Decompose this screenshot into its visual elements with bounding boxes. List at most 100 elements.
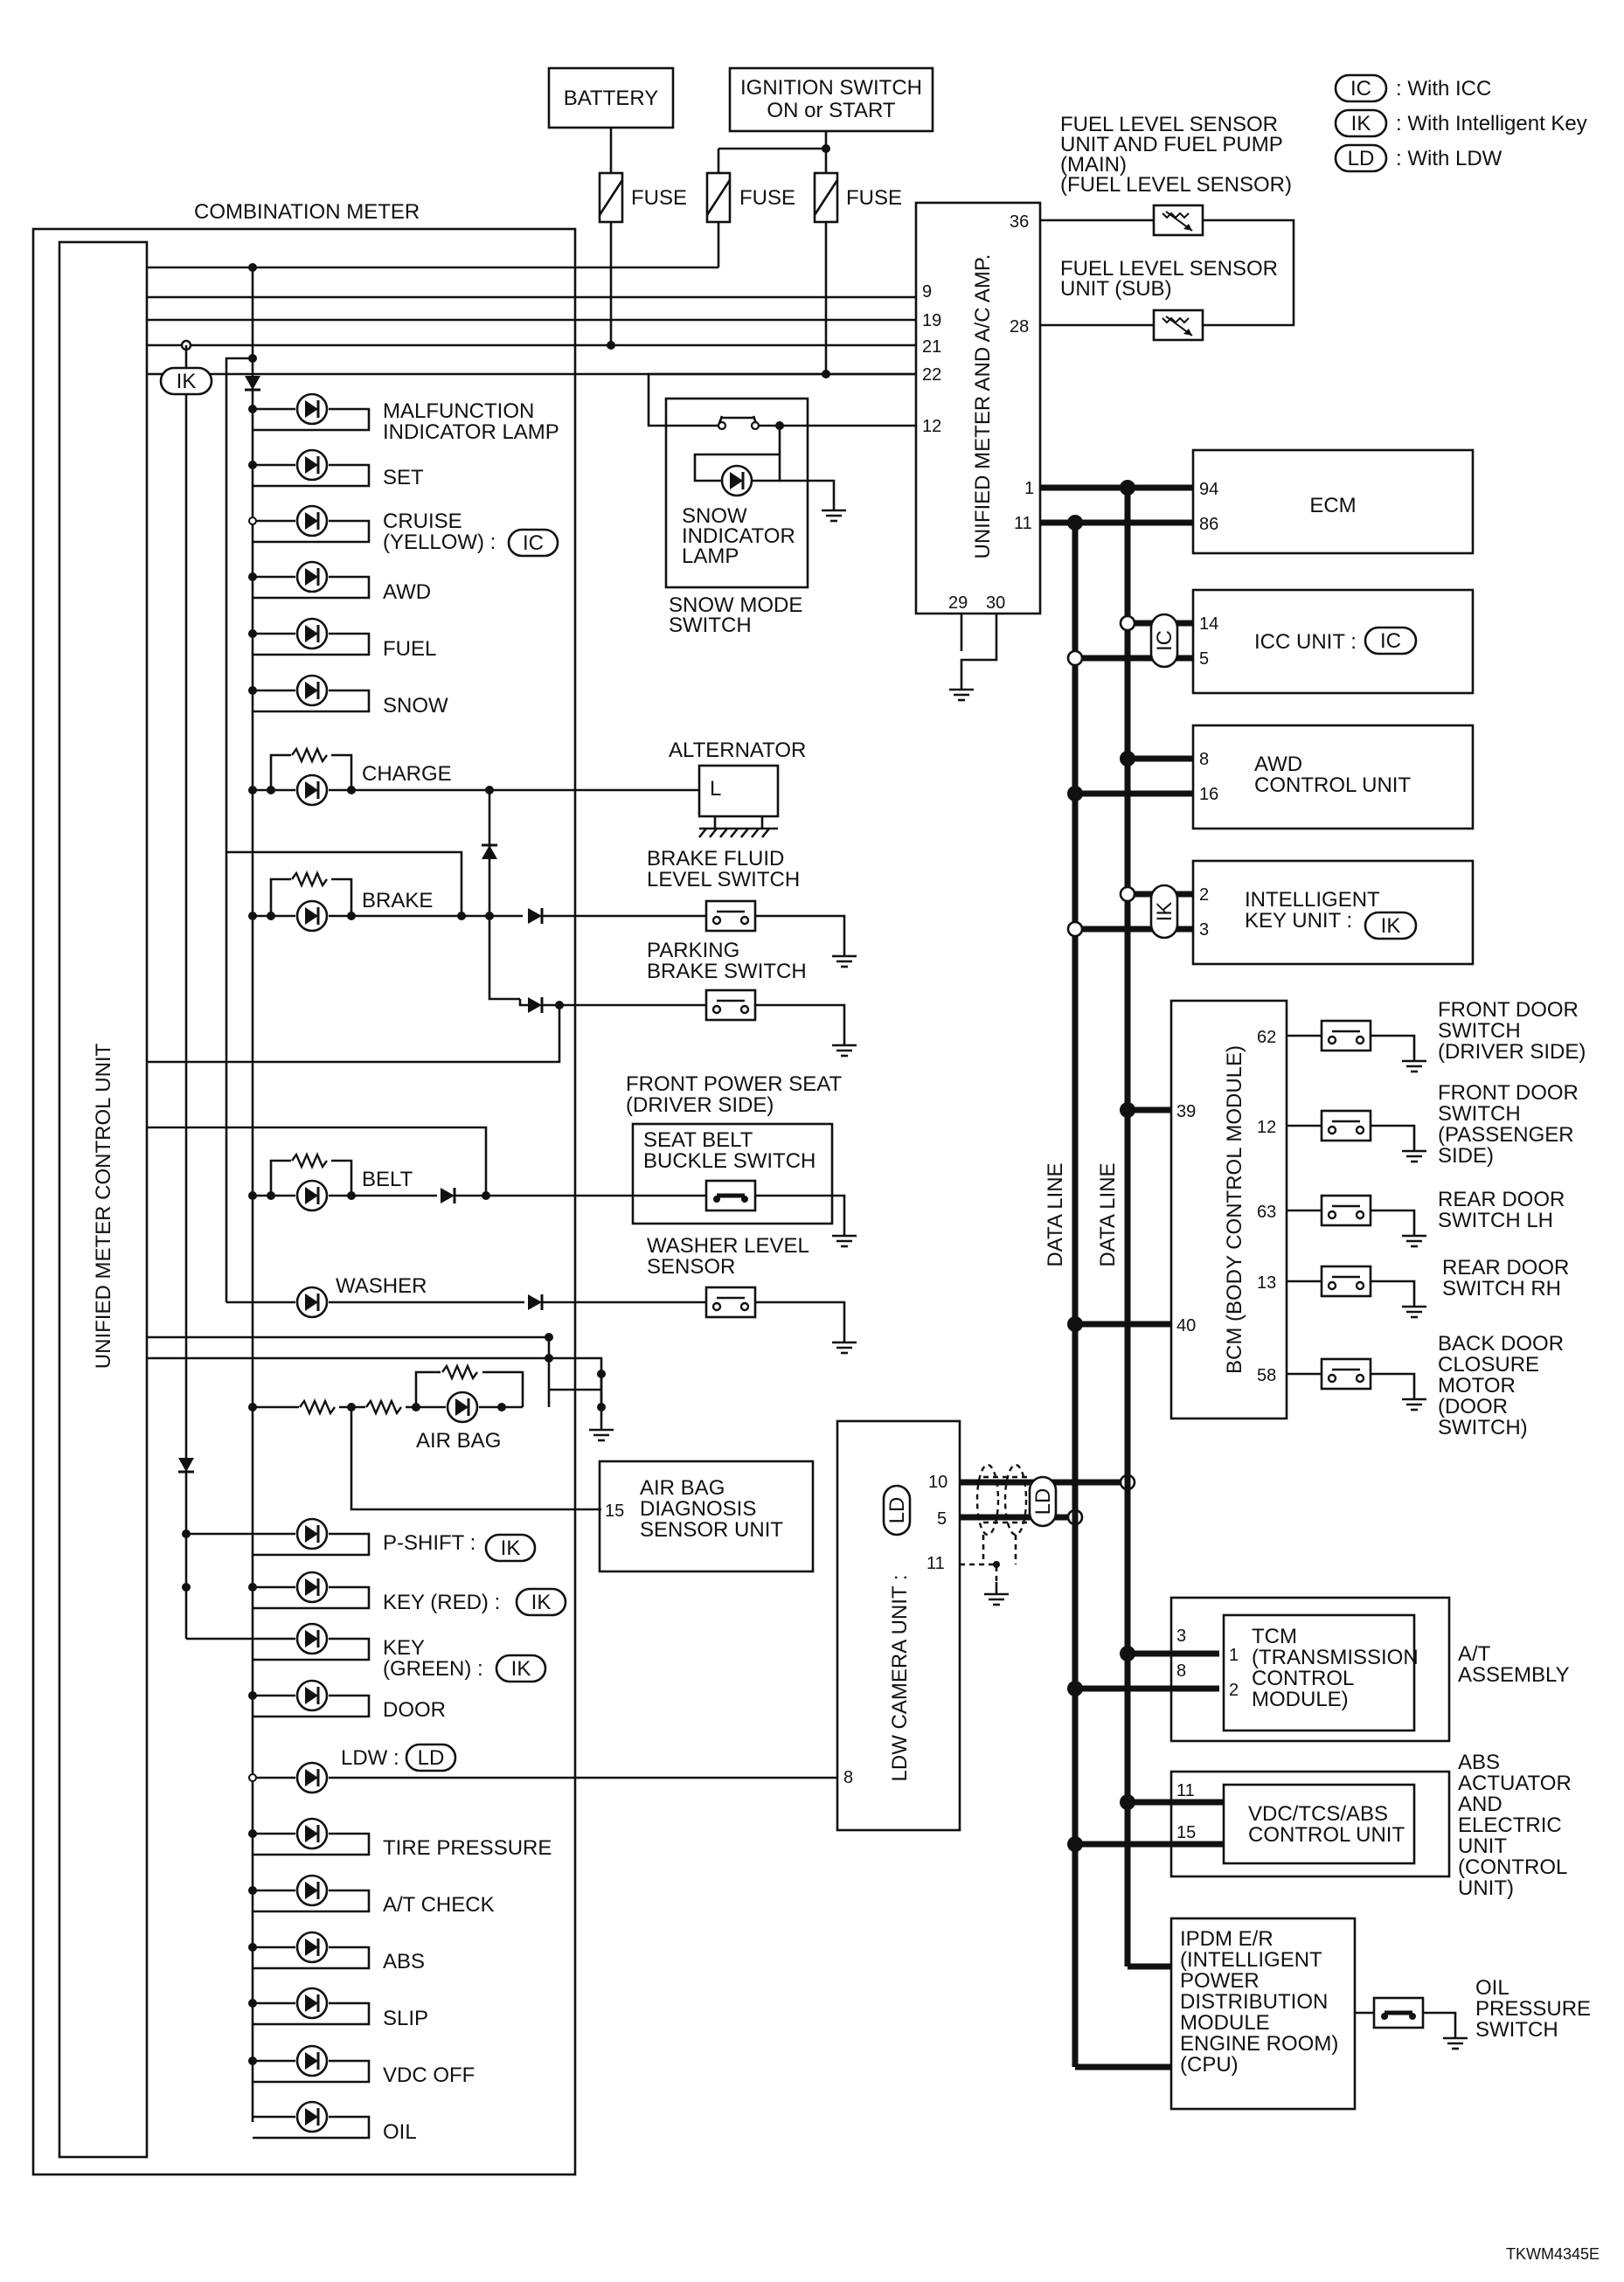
- svg-text:UNIT (SUB): UNIT (SUB): [1060, 277, 1172, 301]
- lamp-set: SET: [248, 448, 424, 489]
- svg-text:BRAKE SWITCH: BRAKE SWITCH: [647, 960, 807, 983]
- svg-text:63: 63: [1257, 1203, 1276, 1222]
- lamp-tire-pressure: TIRE PRESSURE: [248, 1817, 552, 1860]
- svg-text:(PASSENGER: (PASSENGER: [1438, 1123, 1574, 1147]
- svg-text:FUEL: FUEL: [383, 637, 436, 661]
- svg-text:AND: AND: [1458, 1793, 1503, 1816]
- svg-text:IK: IK: [511, 1657, 531, 1681]
- svg-text:12: 12: [1257, 1118, 1276, 1137]
- svg-text:IK: IK: [1381, 914, 1401, 938]
- svg-text:SNOW: SNOW: [383, 694, 448, 718]
- svg-text:FUEL LEVEL SENSOR: FUEL LEVEL SENSOR: [1060, 113, 1278, 136]
- svg-text:CRUISE: CRUISE: [383, 510, 462, 533]
- lamp-slip: SLIP: [248, 1987, 428, 2030]
- svg-text:A/T CHECK: A/T CHECK: [383, 1893, 495, 1917]
- lamp-abs: ABS: [248, 1931, 425, 1973]
- svg-text:CHARGE: CHARGE: [362, 762, 452, 786]
- svg-text:INDICATOR LAMP: INDICATOR LAMP: [383, 420, 559, 444]
- svg-text:IK: IK: [501, 1536, 521, 1560]
- oil-pressure-switch: OIL PRESSURE SWITCH: [1355, 1976, 1591, 2050]
- svg-text:POWER: POWER: [1180, 1969, 1260, 1993]
- fuse-ignition-2: [813, 171, 839, 224]
- rear-door-switch-rh: REAR DOOR SWITCH RH: [1287, 1256, 1569, 1319]
- svg-text:11: 11: [927, 1554, 945, 1573]
- svg-text:FUEL LEVEL SENSOR: FUEL LEVEL SENSOR: [1060, 257, 1278, 281]
- bcm-label: BCM (BODY CONTROL MODULE): [1223, 1045, 1246, 1374]
- svg-text:INTELLIGENT: INTELLIGENT: [1245, 888, 1380, 912]
- svg-text:ACTUATOR: ACTUATOR: [1458, 1772, 1572, 1795]
- svg-text:(DRIVER SIDE): (DRIVER SIDE): [1438, 1040, 1586, 1064]
- svg-text:40: 40: [1176, 1316, 1196, 1335]
- svg-text:58: 58: [1257, 1366, 1276, 1385]
- svg-text:ECM: ECM: [1309, 494, 1356, 517]
- airbag-diagnosis-sensor-unit: 15 AIR BAG DIAGNOSIS SENSOR UNIT: [598, 1460, 815, 1573]
- battery: BATTERY: [547, 66, 675, 129]
- svg-text:SWITCH: SWITCH: [669, 614, 752, 637]
- svg-text:KEY (RED) :: KEY (RED) :: [383, 1591, 500, 1614]
- svg-text:10: 10: [928, 1473, 947, 1492]
- svg-text:FRONT DOOR: FRONT DOOR: [1438, 1081, 1579, 1105]
- lamp-charge: CHARGE: [248, 747, 489, 807]
- fuse-label-1: FUSE: [631, 186, 687, 210]
- svg-text:ENGINE ROOM): ENGINE ROOM): [1180, 2032, 1338, 2056]
- fuse-ignition-1: [705, 171, 732, 224]
- figure-id: TKWM4345E: [1506, 2245, 1600, 2263]
- fuse-battery: [598, 171, 624, 224]
- svg-text:BRAKE FLUID: BRAKE FLUID: [647, 847, 784, 870]
- svg-text:(CPU): (CPU): [1180, 2053, 1239, 2077]
- legend-code-ld: LD: [1348, 147, 1375, 170]
- svg-text:LEVEL SWITCH: LEVEL SWITCH: [647, 868, 800, 891]
- svg-text:UNIT: UNIT: [1458, 1835, 1507, 1858]
- svg-text:SWITCH: SWITCH: [1438, 1019, 1521, 1043]
- svg-text:8: 8: [1199, 750, 1209, 769]
- svg-text:LDW :: LDW :: [341, 1746, 399, 1770]
- brake-fluid-level-switch: BRAKE FLUID LEVEL SWITCH: [647, 847, 800, 933]
- svg-text:19: 19: [922, 311, 941, 330]
- svg-text:2: 2: [1229, 1681, 1239, 1700]
- ldw-camera-unit: LDW CAMERA UNIT : LD 10 5 11 8: [836, 1419, 961, 1832]
- svg-text:(YELLOW) :: (YELLOW) :: [383, 531, 496, 554]
- svg-text:P-SHIFT :: P-SHIFT :: [383, 1531, 475, 1555]
- svg-text:16: 16: [1199, 785, 1218, 804]
- svg-text:A/T: A/T: [1458, 1642, 1491, 1666]
- svg-text:5: 5: [937, 1509, 947, 1529]
- svg-text:22: 22: [922, 365, 941, 385]
- svg-text:DISTRIBUTION: DISTRIBUTION: [1180, 1990, 1328, 2014]
- snow-mode-switch: SNOW INDICATOR LAMP SNOW MODE SWITCH: [664, 397, 809, 637]
- svg-text:IGNITION SWITCH: IGNITION SWITCH: [740, 76, 922, 100]
- ik-tag: IK: [177, 370, 197, 393]
- svg-text:9: 9: [922, 282, 932, 302]
- lamp-brake: BRAKE: [248, 871, 523, 933]
- lamp-airbag: AIR BAG: [248, 1364, 524, 1453]
- svg-text:DIAGNOSIS: DIAGNOSIS: [640, 1497, 756, 1521]
- svg-text:8: 8: [1176, 1661, 1186, 1681]
- lamp-vdc-off: VDC OFF: [248, 2044, 475, 2087]
- svg-text:2: 2: [1199, 885, 1209, 905]
- svg-text:LD: LD: [1031, 1488, 1055, 1516]
- svg-text:MALFUNCTION: MALFUNCTION: [383, 399, 534, 423]
- svg-text:SIDE): SIDE): [1438, 1144, 1494, 1168]
- data-line-label-1: DATA LINE: [1044, 1162, 1067, 1266]
- svg-text:DOOR: DOOR: [383, 1698, 446, 1722]
- svg-text:(INTELLIGENT: (INTELLIGENT: [1180, 1948, 1322, 1972]
- svg-text:LD: LD: [885, 1497, 909, 1524]
- data-line-label-2: DATA LINE: [1096, 1162, 1120, 1266]
- ldw-camera-label: LDW CAMERA UNIT :: [888, 1575, 912, 1782]
- svg-text:SWITCH: SWITCH: [1475, 2018, 1558, 2042]
- fuse-label-2: FUSE: [739, 186, 795, 210]
- svg-text:AWD: AWD: [1254, 753, 1302, 776]
- svg-text:CONTROL UNIT: CONTROL UNIT: [1248, 1823, 1405, 1847]
- svg-text:11: 11: [1176, 1781, 1195, 1800]
- fuel-level-sensor-sub: FUEL LEVEL SENSOR UNIT (SUB): [1060, 257, 1278, 342]
- svg-text:ELECTRIC: ELECTRIC: [1458, 1814, 1562, 1837]
- seat-belt-buckle-switch: FRONT POWER SEAT (DRIVER SIDE) SEAT BELT…: [626, 1072, 842, 1225]
- svg-text:BUCKLE SWITCH: BUCKLE SWITCH: [643, 1149, 815, 1173]
- svg-text:REAR DOOR: REAR DOOR: [1442, 1256, 1569, 1280]
- svg-text:15: 15: [605, 1502, 624, 1521]
- at-assembly: 3 8 1 2 TCM (TRANSMISSION CONTROL MODULE…: [1169, 1596, 1570, 1743]
- bcm: 39 40 BCM (BODY CONTROL MODULE) 62 12 63…: [1169, 999, 1288, 1420]
- lamp-key-red: KEY (RED) : IK: [248, 1571, 567, 1617]
- svg-text:11: 11: [1014, 514, 1032, 533]
- legend-text-ic: : With ICC: [1396, 77, 1491, 101]
- svg-text:CLOSURE: CLOSURE: [1438, 1353, 1539, 1377]
